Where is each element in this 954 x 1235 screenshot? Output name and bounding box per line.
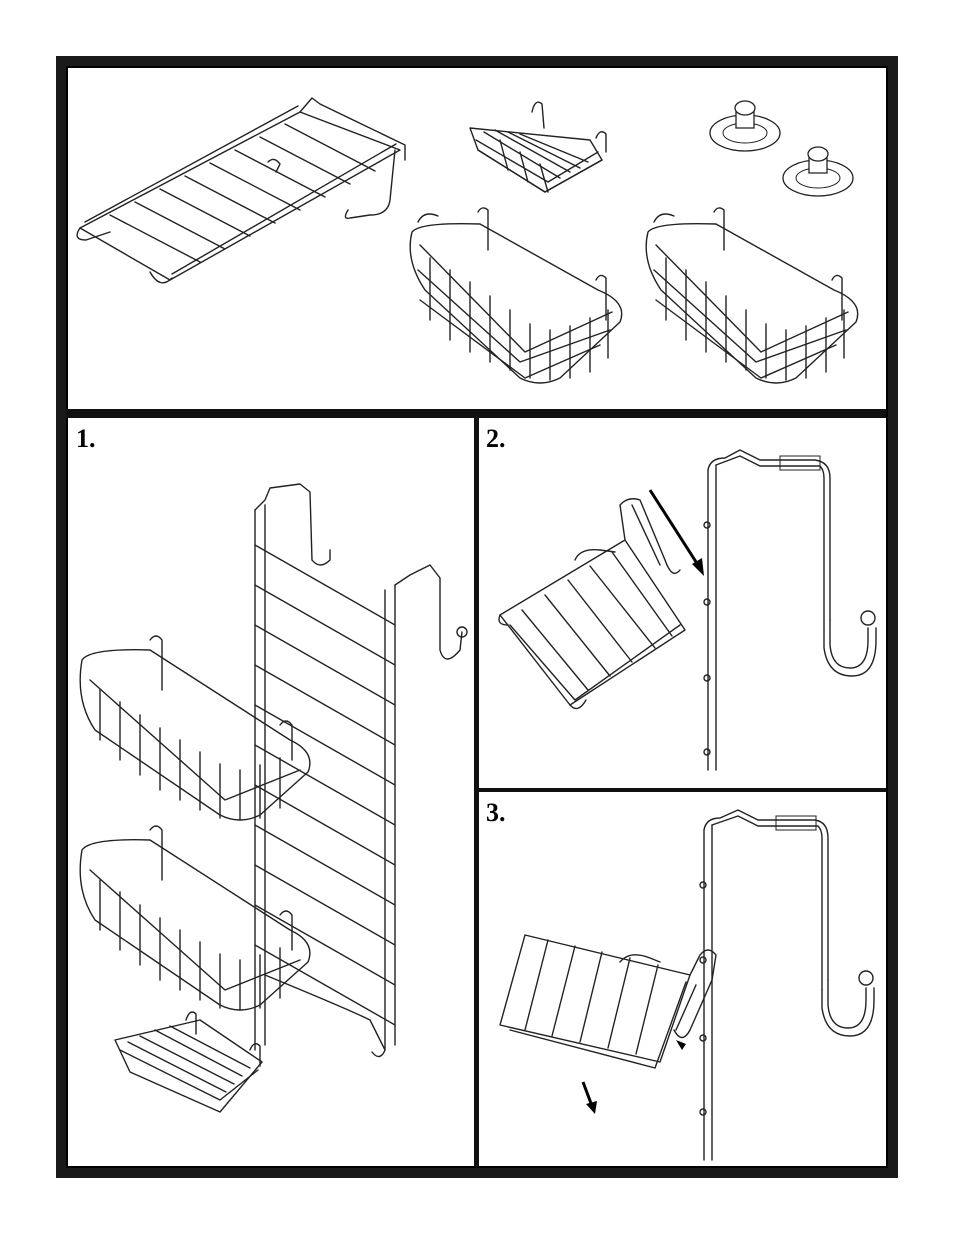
step2-rack-hook: [704, 450, 876, 770]
step2-direction-arrow: [650, 490, 704, 576]
large-basket-icon: [410, 208, 621, 383]
step1-basket-middle: [80, 826, 310, 1010]
step3-direction-arrows: [583, 1040, 686, 1114]
large-basket-icon: [646, 208, 857, 383]
step1-basket-top: [80, 636, 310, 820]
over-door-rack-icon: [77, 98, 405, 283]
step1-assembled-rack: [255, 484, 467, 1057]
soap-dish-basket-icon: [470, 102, 606, 192]
step1-soap-basket: [115, 1012, 262, 1112]
suction-cup-icon: [710, 101, 853, 196]
step3-soap-basket: [500, 935, 716, 1068]
step2-soap-basket: [499, 499, 685, 709]
step3-rack-hook: [700, 810, 874, 1160]
